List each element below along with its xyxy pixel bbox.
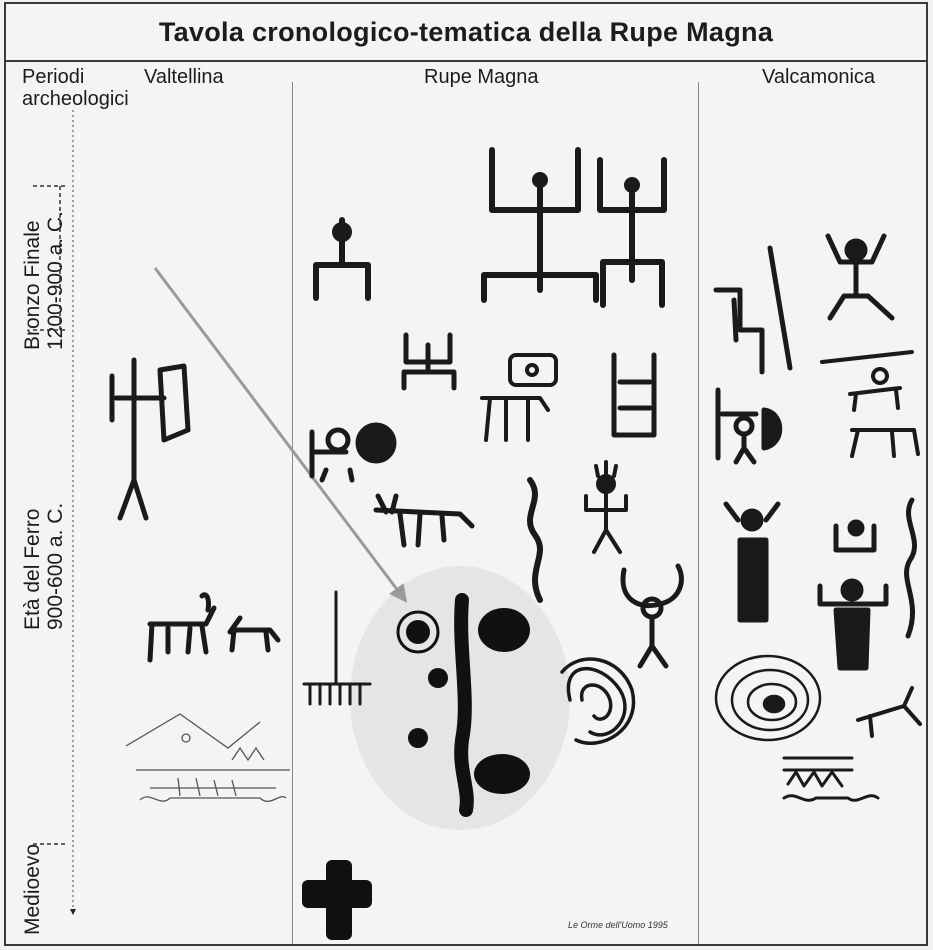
serpent-icon	[907, 500, 915, 636]
warrior-shield-icon	[312, 425, 394, 480]
dog-icon	[230, 618, 278, 650]
inscription-icon	[126, 714, 290, 801]
goat-icon	[376, 496, 472, 545]
horse-rider-icon	[822, 352, 912, 410]
credit-text: Le Orme dell'Uomo 1995	[568, 920, 668, 930]
horse-rider-icon	[482, 355, 556, 440]
dancing-figure-icon	[828, 236, 892, 318]
robed-figure-icon	[726, 504, 778, 620]
serpent-icon	[530, 480, 540, 600]
shield-icon	[764, 410, 780, 448]
cross-icon	[302, 860, 372, 940]
figure-panel-icon	[614, 355, 654, 435]
axe-bearer-icon	[112, 360, 188, 518]
orant-figure-icon	[404, 335, 454, 388]
warrior-figures-icon	[716, 248, 790, 372]
deer-icon	[858, 688, 920, 736]
twin-figures-icon	[484, 150, 664, 305]
orant-figure-large-icon	[623, 566, 681, 666]
labyrinth-icon	[716, 656, 820, 740]
inscription-icon	[784, 758, 878, 800]
timeline-axis	[33, 110, 73, 912]
antenna-figure-icon	[586, 462, 626, 552]
stick-figure-icon	[316, 220, 368, 298]
goat-icon	[150, 595, 214, 660]
cup-figure-icon	[836, 522, 874, 550]
animal-icon	[852, 430, 918, 456]
labyrinth-icon	[562, 659, 634, 743]
orant-figure-icon	[820, 581, 886, 668]
warrior-shield-icon	[718, 390, 756, 462]
